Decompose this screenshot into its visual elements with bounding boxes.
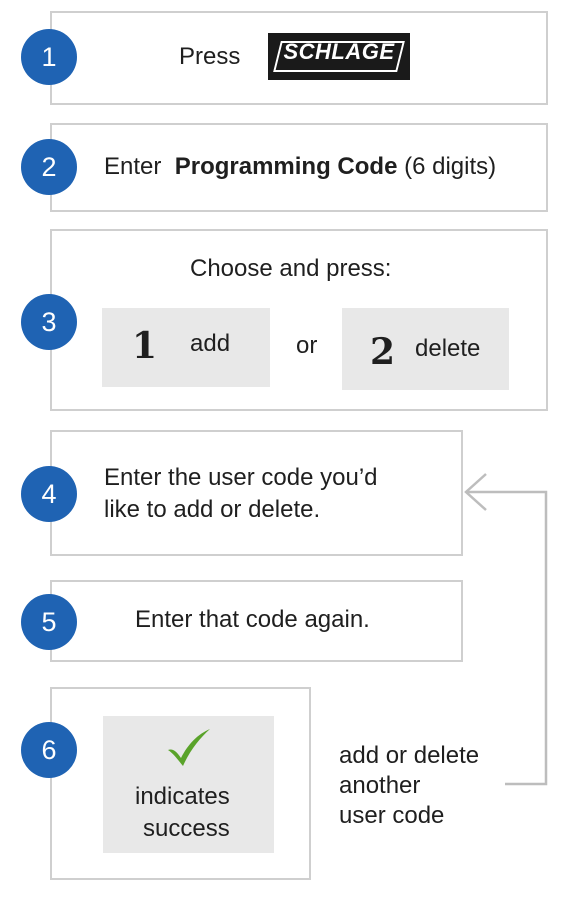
- option-add-label: add: [190, 330, 231, 357]
- option-connector: or: [296, 332, 318, 359]
- step-2-text: Enter Programming Code (6 digits): [104, 151, 496, 183]
- success-line1: indicates: [135, 783, 230, 810]
- loop-line: [466, 490, 548, 786]
- option-delete-key: 2: [370, 331, 396, 373]
- step-4-line2: like to add or delete.: [104, 496, 321, 523]
- option-delete-tile[interactable]: [342, 308, 509, 390]
- step-2-bold: Programming Code: [174, 153, 398, 180]
- step-4-box: [50, 430, 463, 556]
- step-5-text: Enter that code again.: [135, 606, 370, 633]
- step-1-badge: 1: [21, 29, 77, 85]
- loop-label-line3: user code: [339, 802, 445, 829]
- option-delete-label: delete: [415, 335, 481, 362]
- check-mark-icon: [168, 729, 210, 766]
- step-6-badge: 6: [21, 722, 77, 778]
- option-add-tile[interactable]: [102, 308, 270, 387]
- success-tile: [103, 716, 274, 853]
- step-5-badge: 5: [21, 594, 77, 650]
- schlage-logo-text: SCHLAGE: [283, 39, 395, 64]
- step-3-badge: 3: [21, 294, 77, 350]
- step-2-prefix: Enter: [104, 153, 162, 180]
- schlage-logo: SCHLAGE: [268, 33, 410, 80]
- step-4-badge: 4: [21, 466, 77, 522]
- step-4-line1: Enter the user code you’d: [104, 464, 378, 491]
- loop-label-line2: another: [339, 772, 421, 799]
- loop-label-line1: add or delete: [339, 742, 480, 769]
- arrow-left-icon: [464, 473, 487, 511]
- step-1-text: Press: [179, 43, 241, 70]
- step-2-suffix: (6 digits): [404, 153, 497, 180]
- success-line2: success: [143, 815, 230, 842]
- step-2-badge: 2: [21, 139, 77, 195]
- step-3-heading: Choose and press:: [190, 255, 392, 282]
- option-add-key: 1: [132, 325, 158, 367]
